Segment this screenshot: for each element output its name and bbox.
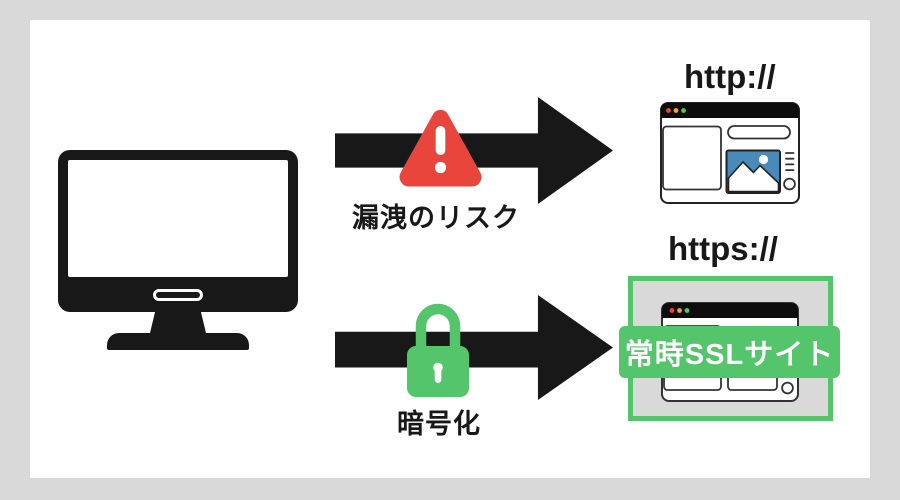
encryption-label: 暗号化 [397,409,481,439]
ssl-badge-label: 常時SSLサイト [624,339,835,371]
http-browser-icon [660,102,800,204]
monitor-base [107,333,249,350]
ssl-badge: 常時SSLサイト [619,326,840,378]
risk-label: 漏洩のリスク [352,203,520,233]
monitor-screen [68,160,288,277]
padlock-icon [407,301,469,397]
computer-monitor-icon [58,150,298,350]
https-protocol-label: https:// [668,230,778,267]
monitor-stand [150,312,206,333]
monitor-logo-slot [153,289,203,301]
warning-triangle-icon [393,107,488,191]
http-protocol-label: http:// [684,58,776,95]
